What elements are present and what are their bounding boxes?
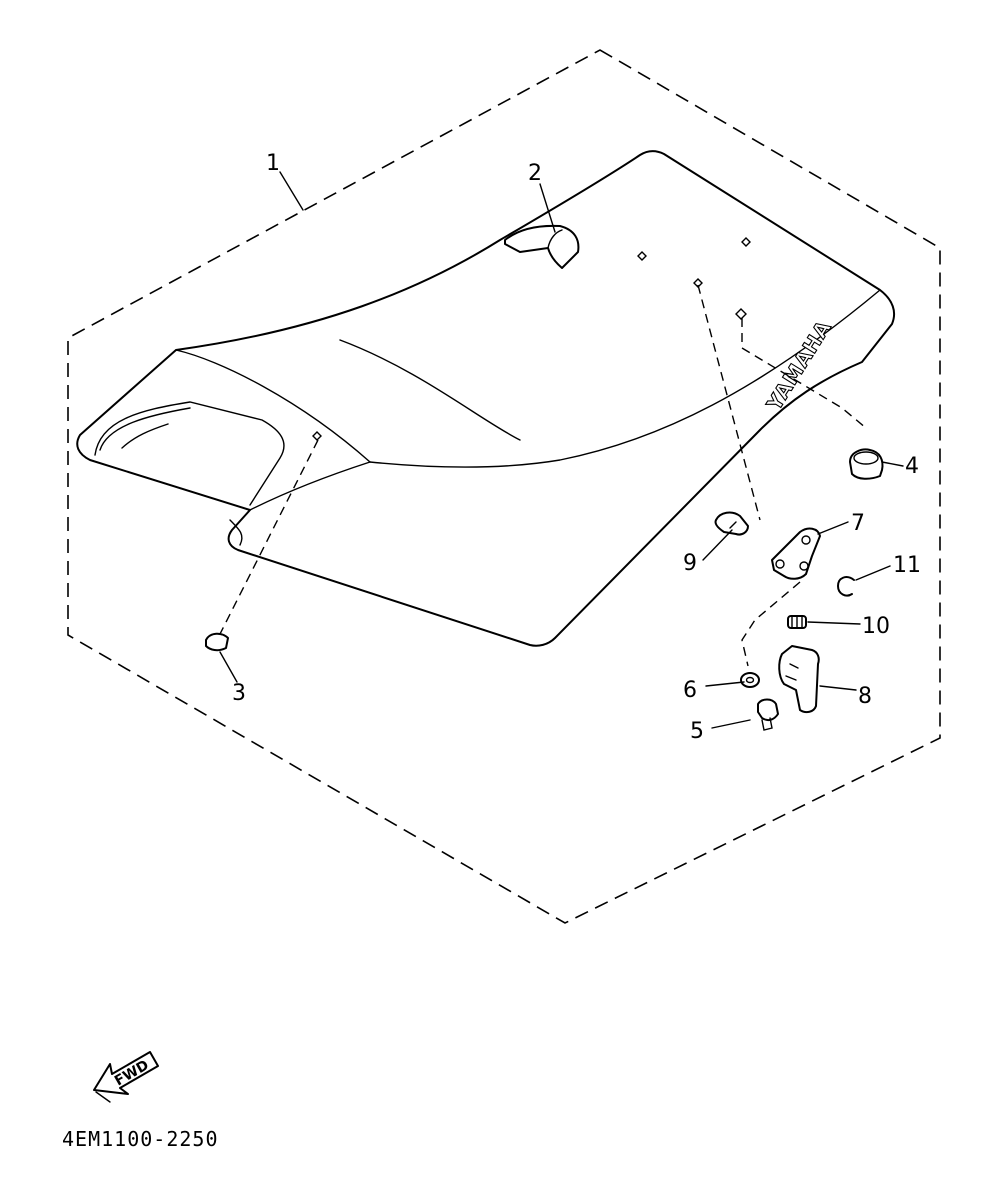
callout-9: 9 xyxy=(683,551,697,576)
assembly-boundary xyxy=(67,49,941,924)
pin-part-9 xyxy=(714,511,749,536)
seat-assembly: YAMAHA xyxy=(76,150,896,647)
seat-strap xyxy=(504,224,580,269)
callout-7: 7 xyxy=(851,511,865,536)
callout-10: 10 xyxy=(862,614,890,639)
clip-part-11 xyxy=(837,576,855,597)
spring-part-10 xyxy=(787,615,807,629)
drawing-code: 4EM1100-2250 xyxy=(62,1127,219,1151)
reference-line-bracket xyxy=(697,284,761,521)
reference-line-lock xyxy=(741,581,801,667)
bracket-part-7 xyxy=(771,527,821,580)
callout-6: 6 xyxy=(683,678,697,703)
leader-lines xyxy=(219,171,904,729)
callout-4: 4 xyxy=(905,454,919,479)
callout-2: 2 xyxy=(528,161,542,186)
reference-line-damper xyxy=(741,318,867,429)
callout-1: 1 xyxy=(266,151,280,176)
lock-catch-part-8 xyxy=(778,645,820,714)
forward-arrow-icon: FWD xyxy=(93,1051,159,1103)
callout-3: 3 xyxy=(232,681,246,706)
callout-11: 11 xyxy=(893,553,921,578)
grommet-part-3 xyxy=(205,632,229,652)
callout-5: 5 xyxy=(690,719,704,744)
damper-part-4 xyxy=(849,448,884,480)
bolt-part-5 xyxy=(757,698,779,731)
callout-8: 8 xyxy=(858,684,872,709)
washer-part-6 xyxy=(740,672,760,688)
reference-line-grommet xyxy=(217,439,319,639)
